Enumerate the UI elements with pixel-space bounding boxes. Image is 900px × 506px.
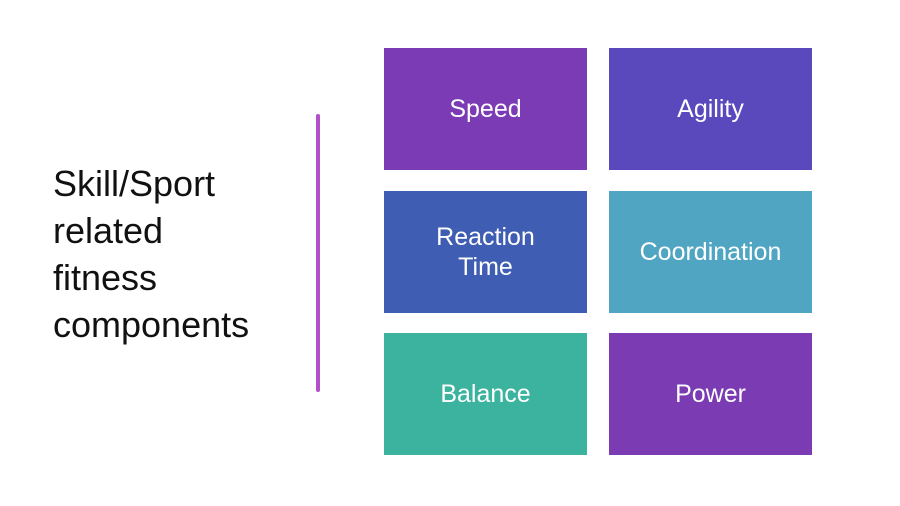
tile-label: Power — [675, 380, 746, 408]
slide-title: Skill/Sport related fitness components — [53, 160, 293, 348]
tile-power: Power — [609, 333, 812, 455]
title-line: related — [53, 210, 164, 251]
tile-speed: Speed — [384, 48, 587, 170]
title-line: fitness — [53, 257, 158, 298]
tile-label: Reaction — [436, 223, 535, 251]
tile-label: Time — [458, 253, 513, 281]
tile-agility: Agility — [609, 48, 812, 170]
vertical-divider — [316, 114, 320, 392]
title-line: components — [53, 304, 250, 345]
tile-label: Agility — [677, 95, 744, 123]
tile-label: Speed — [449, 95, 522, 123]
tile-reaction-time: Reaction Time — [384, 191, 587, 313]
tile-label: Balance — [440, 380, 531, 408]
tile-coordination: Coordination — [609, 191, 812, 313]
title-line: Skill/Sport — [53, 163, 216, 204]
tile-balance: Balance — [384, 333, 587, 455]
tile-label: Coordination — [639, 238, 782, 266]
